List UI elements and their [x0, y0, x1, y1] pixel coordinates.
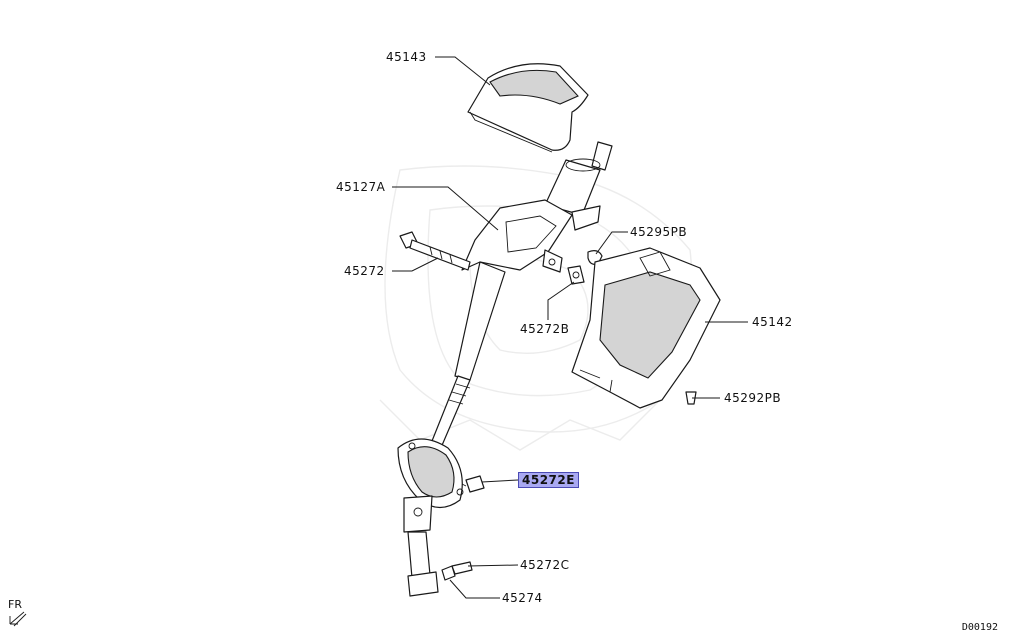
intermediate-shaft[interactable] [403, 495, 439, 597]
steering-column[interactable] [429, 141, 613, 451]
screw-45292PB[interactable] [685, 391, 697, 405]
bolt-45272E[interactable] [461, 475, 485, 493]
bolt-45272[interactable] [399, 231, 471, 271]
leader-lines [392, 56, 748, 599]
callout-45272[interactable]: 45272 [344, 264, 385, 278]
callout-45295PB[interactable]: 45295PB [630, 225, 688, 239]
front-direction-arrow-icon [9, 611, 27, 627]
diagram-code: D00192 [961, 622, 998, 633]
callout-45272E[interactable]: 45272E [518, 472, 579, 488]
bolt-45272C[interactable] [441, 561, 473, 581]
bolt-45272B[interactable] [567, 265, 585, 285]
front-direction-label: FR [8, 598, 22, 611]
column-joint-plate[interactable] [397, 438, 464, 509]
upper-column-cover[interactable] [467, 63, 589, 153]
callout-45142[interactable]: 45142 [752, 315, 793, 329]
lower-column-cover[interactable] [571, 247, 721, 409]
callout-45143[interactable]: 45143 [386, 50, 427, 64]
callout-45272B[interactable]: 45272B [520, 322, 570, 336]
callout-45292PB[interactable]: 45292PB [724, 391, 782, 405]
callout-45272C[interactable]: 45272C [520, 558, 570, 572]
callout-45274[interactable]: 45274 [502, 591, 543, 605]
callout-45127A[interactable]: 45127A [336, 180, 386, 194]
